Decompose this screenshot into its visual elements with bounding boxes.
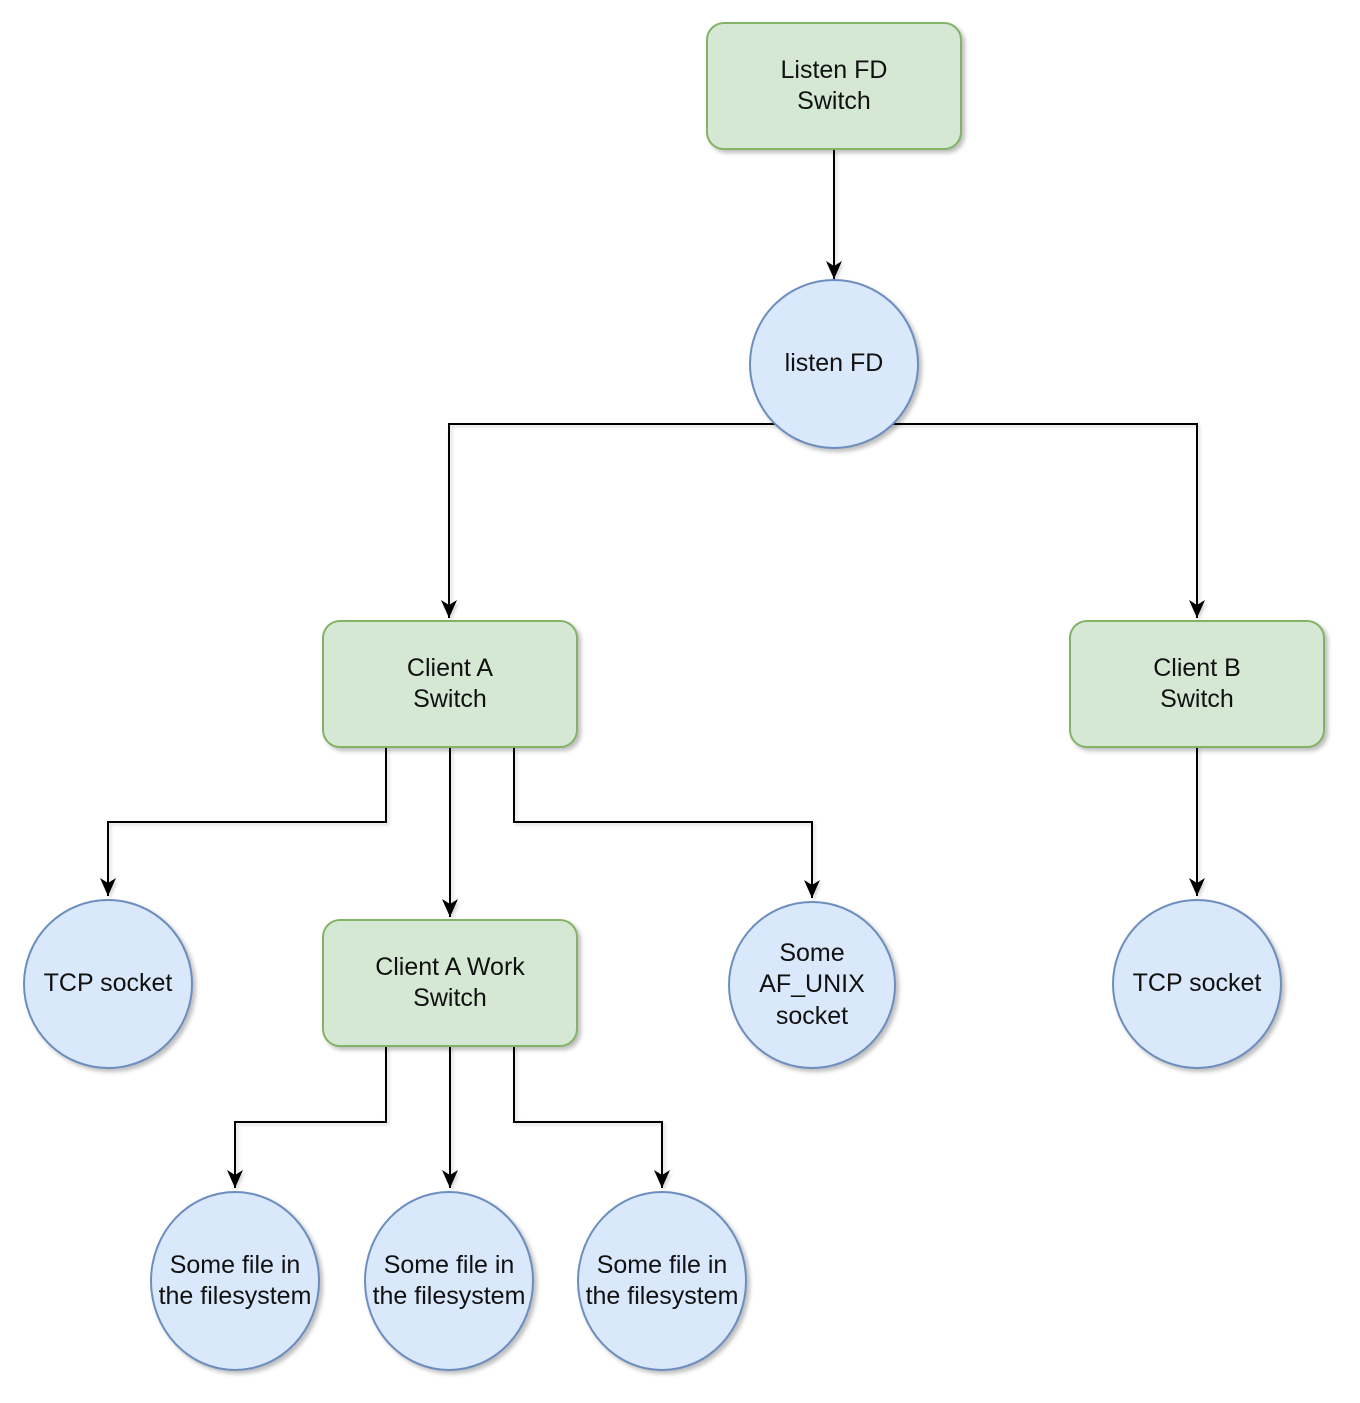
listen-fd-switch-label: Listen FD Switch — [780, 55, 888, 116]
tcp-socket-a-node: TCP socket — [23, 899, 193, 1069]
client-b-switch-node: Client B Switch — [1069, 620, 1325, 748]
client-a-switch-node: Client A Switch — [322, 620, 578, 748]
edge-client-a-work-switch-to-fs-file-1 — [227, 1047, 387, 1188]
listen-fd-node: listen FD — [749, 279, 919, 449]
client-b-switch-label: Client B Switch — [1153, 653, 1241, 714]
fs-file-3-label: Some file in the filesystem — [585, 1250, 739, 1311]
fs-file-1-node: Some file in the filesystem — [150, 1191, 320, 1371]
edge-listen-fd-to-client-a-switch — [441, 423, 834, 618]
client-a-switch-label: Client A Switch — [406, 653, 494, 714]
fs-file-3-node: Some file in the filesystem — [577, 1191, 747, 1371]
edge-client-a-switch-to-af-unix-socket — [513, 748, 820, 898]
fs-file-1-label: Some file in the filesystem — [158, 1250, 312, 1311]
fs-file-2-node: Some file in the filesystem — [364, 1191, 534, 1371]
af-unix-socket-label: Some AF_UNIX socket — [759, 938, 865, 1030]
tcp-socket-b-node: TCP socket — [1112, 899, 1282, 1069]
fs-file-2-label: Some file in the filesystem — [372, 1250, 526, 1311]
edge-client-a-work-switch-to-fs-file-3 — [513, 1047, 670, 1188]
edge-listen-fd-to-client-b-switch — [834, 423, 1205, 618]
client-a-work-switch-label: Client A Work Switch — [375, 952, 525, 1013]
edge-client-a-switch-to-tcp-socket-a — [100, 748, 387, 896]
listen-fd-switch-node: Listen FD Switch — [706, 22, 962, 150]
listen-fd-label: listen FD — [784, 349, 884, 378]
tcp-socket-b-label: TCP socket — [1132, 969, 1262, 998]
af-unix-socket-node: Some AF_UNIX socket — [728, 901, 896, 1069]
tcp-socket-a-label: TCP socket — [43, 969, 173, 998]
client-a-work-switch-node: Client A Work Switch — [322, 919, 578, 1047]
